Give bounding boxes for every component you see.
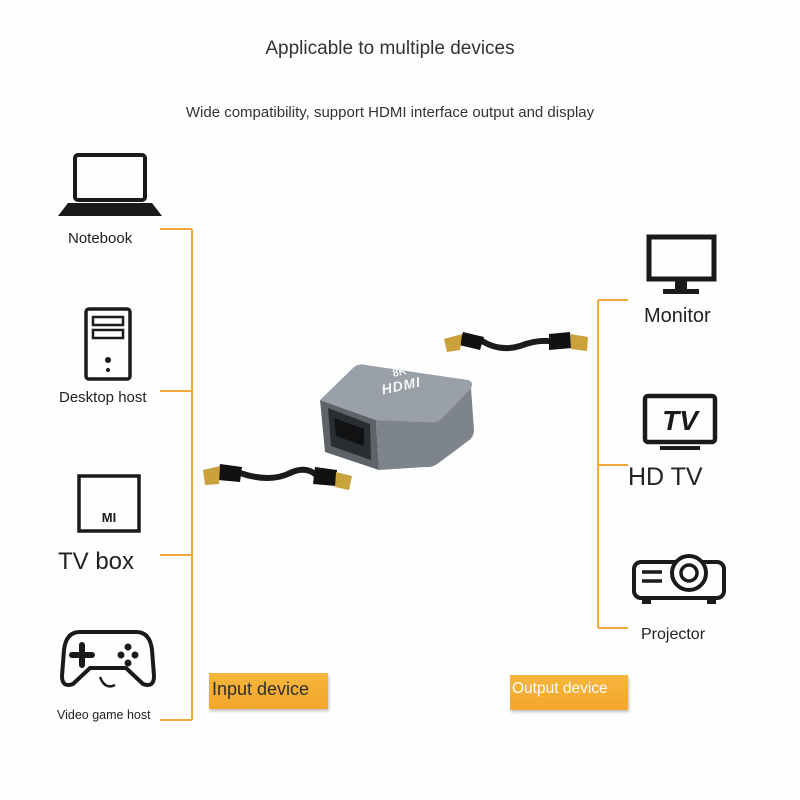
tv-icon-text: TV [662, 405, 700, 436]
device-label-monitor: Monitor [644, 305, 711, 327]
device-label-notebook: Notebook [68, 230, 133, 247]
tv-box-logo: MI [102, 510, 116, 525]
gamepad-icon [60, 630, 156, 688]
hdmi-cable-output [444, 332, 588, 352]
hdmi-adapter [320, 364, 474, 470]
laptop-icon [58, 153, 162, 216]
input-connector-lines [160, 228, 193, 721]
hdmi-cable-input [203, 464, 352, 490]
input-device-badge: Input device [209, 673, 328, 709]
page-title: Applicable to multiple devices [265, 38, 515, 59]
output-connector-lines [597, 299, 628, 629]
monitor-icon [646, 234, 717, 294]
device-label-projector: Projector [641, 626, 706, 643]
device-label-hd-tv: HD TV [628, 463, 703, 491]
page-subtitle: Wide compatibility, support HDMI interfa… [185, 104, 595, 121]
projector-icon [632, 554, 726, 604]
output-device-badge: Output device [510, 675, 628, 710]
desktop-tower-icon [84, 307, 132, 381]
device-label-desktop-host: Desktop host [59, 389, 147, 406]
device-label-video-game-host: Video game host [57, 708, 151, 722]
device-label-tv-box: TV box [58, 548, 135, 575]
tv-icon: TV [642, 393, 718, 450]
tv-box-icon: MI [77, 474, 141, 533]
